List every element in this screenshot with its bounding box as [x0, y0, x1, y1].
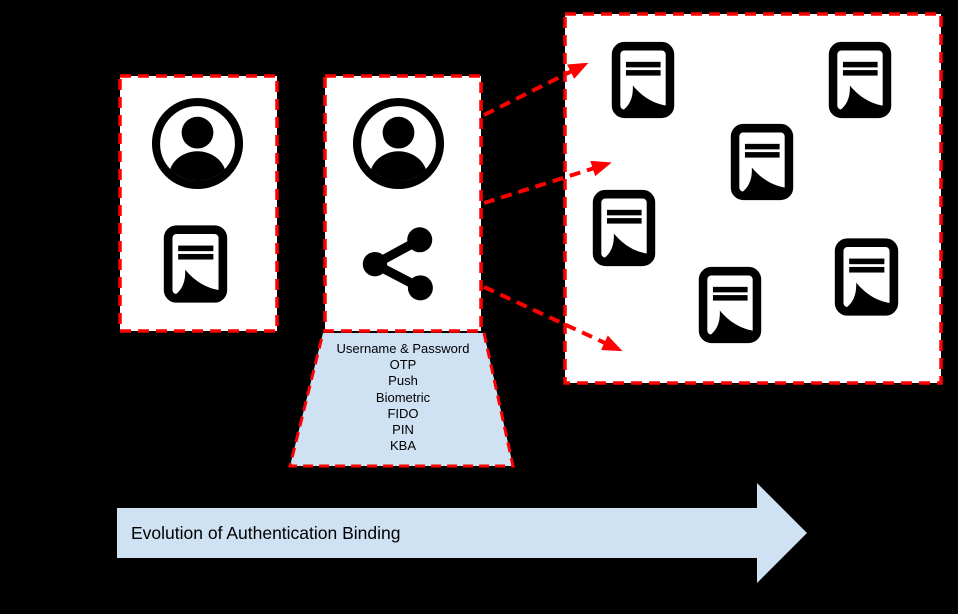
- person-icon: [151, 97, 244, 190]
- auth-method-item: Push: [388, 373, 418, 389]
- evolution-arrow: [117, 483, 807, 583]
- document-icon: [610, 39, 676, 121]
- document-icon: [827, 39, 893, 121]
- evolution-arrow-label: Evolution of Authentication Binding: [131, 523, 401, 543]
- auth-method-item: KBA: [389, 438, 416, 454]
- document-icon: [591, 187, 657, 269]
- connection-arrow-2: [483, 160, 612, 205]
- auth-method-item: Username & Password: [336, 341, 470, 356]
- person-icon: [352, 97, 445, 190]
- auth-method-item: FIDO: [387, 405, 419, 421]
- document-icon: [833, 235, 900, 319]
- document-icon: [162, 222, 229, 306]
- document-icon: [729, 121, 795, 203]
- document-icon: [697, 263, 763, 347]
- auth-method-item: PIN: [392, 422, 414, 438]
- connection-arrow-1: [483, 62, 589, 117]
- auth-method-item: Biometric: [375, 389, 431, 405]
- share-icon: [357, 224, 439, 303]
- auth-methods-funnel: [288, 332, 515, 468]
- auth-methods-list: Username & Password OTP Push Biometric F…: [299, 341, 507, 454]
- connection-arrow-3: [483, 285, 623, 352]
- auth-method-item: OTP: [389, 357, 417, 373]
